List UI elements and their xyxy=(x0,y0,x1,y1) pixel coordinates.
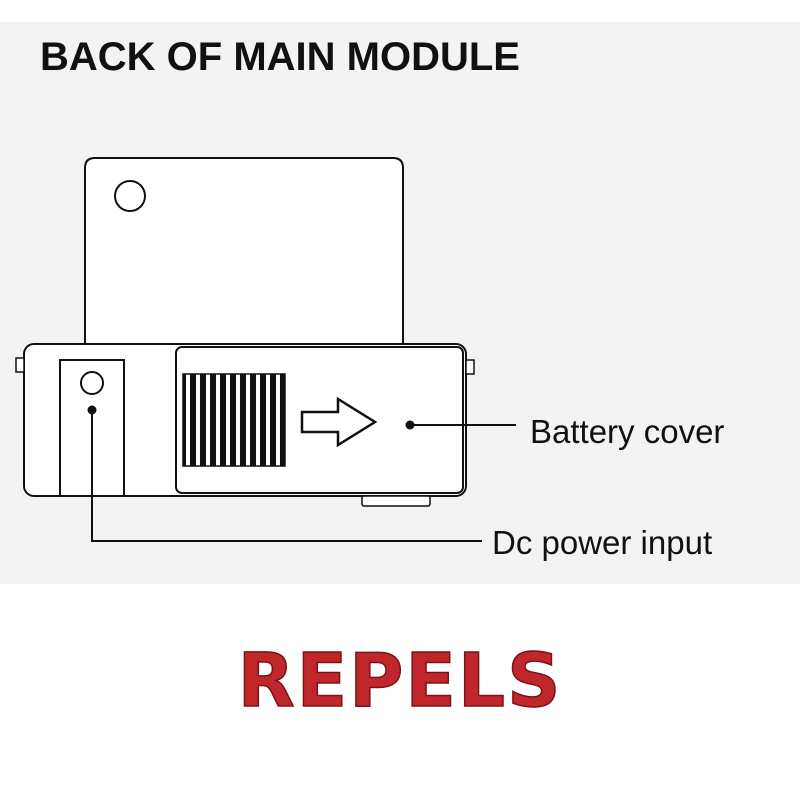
dc-input-leader xyxy=(91,410,482,542)
bottom-tab xyxy=(361,495,431,507)
mounting-hole xyxy=(114,180,146,212)
brand-logo: REPELS xyxy=(238,638,563,724)
diagram-title: BACK OF MAIN MODULE xyxy=(40,35,520,79)
dc-power-input-label: Dc power input xyxy=(492,524,712,561)
left-clip xyxy=(15,357,25,373)
slide-arrow-icon xyxy=(300,396,378,448)
battery-cover-label: Battery cover xyxy=(530,413,724,450)
upper-board xyxy=(84,157,404,345)
dc-power-jack xyxy=(80,371,104,395)
right-clip xyxy=(465,359,475,375)
grip-ridges xyxy=(182,373,286,467)
